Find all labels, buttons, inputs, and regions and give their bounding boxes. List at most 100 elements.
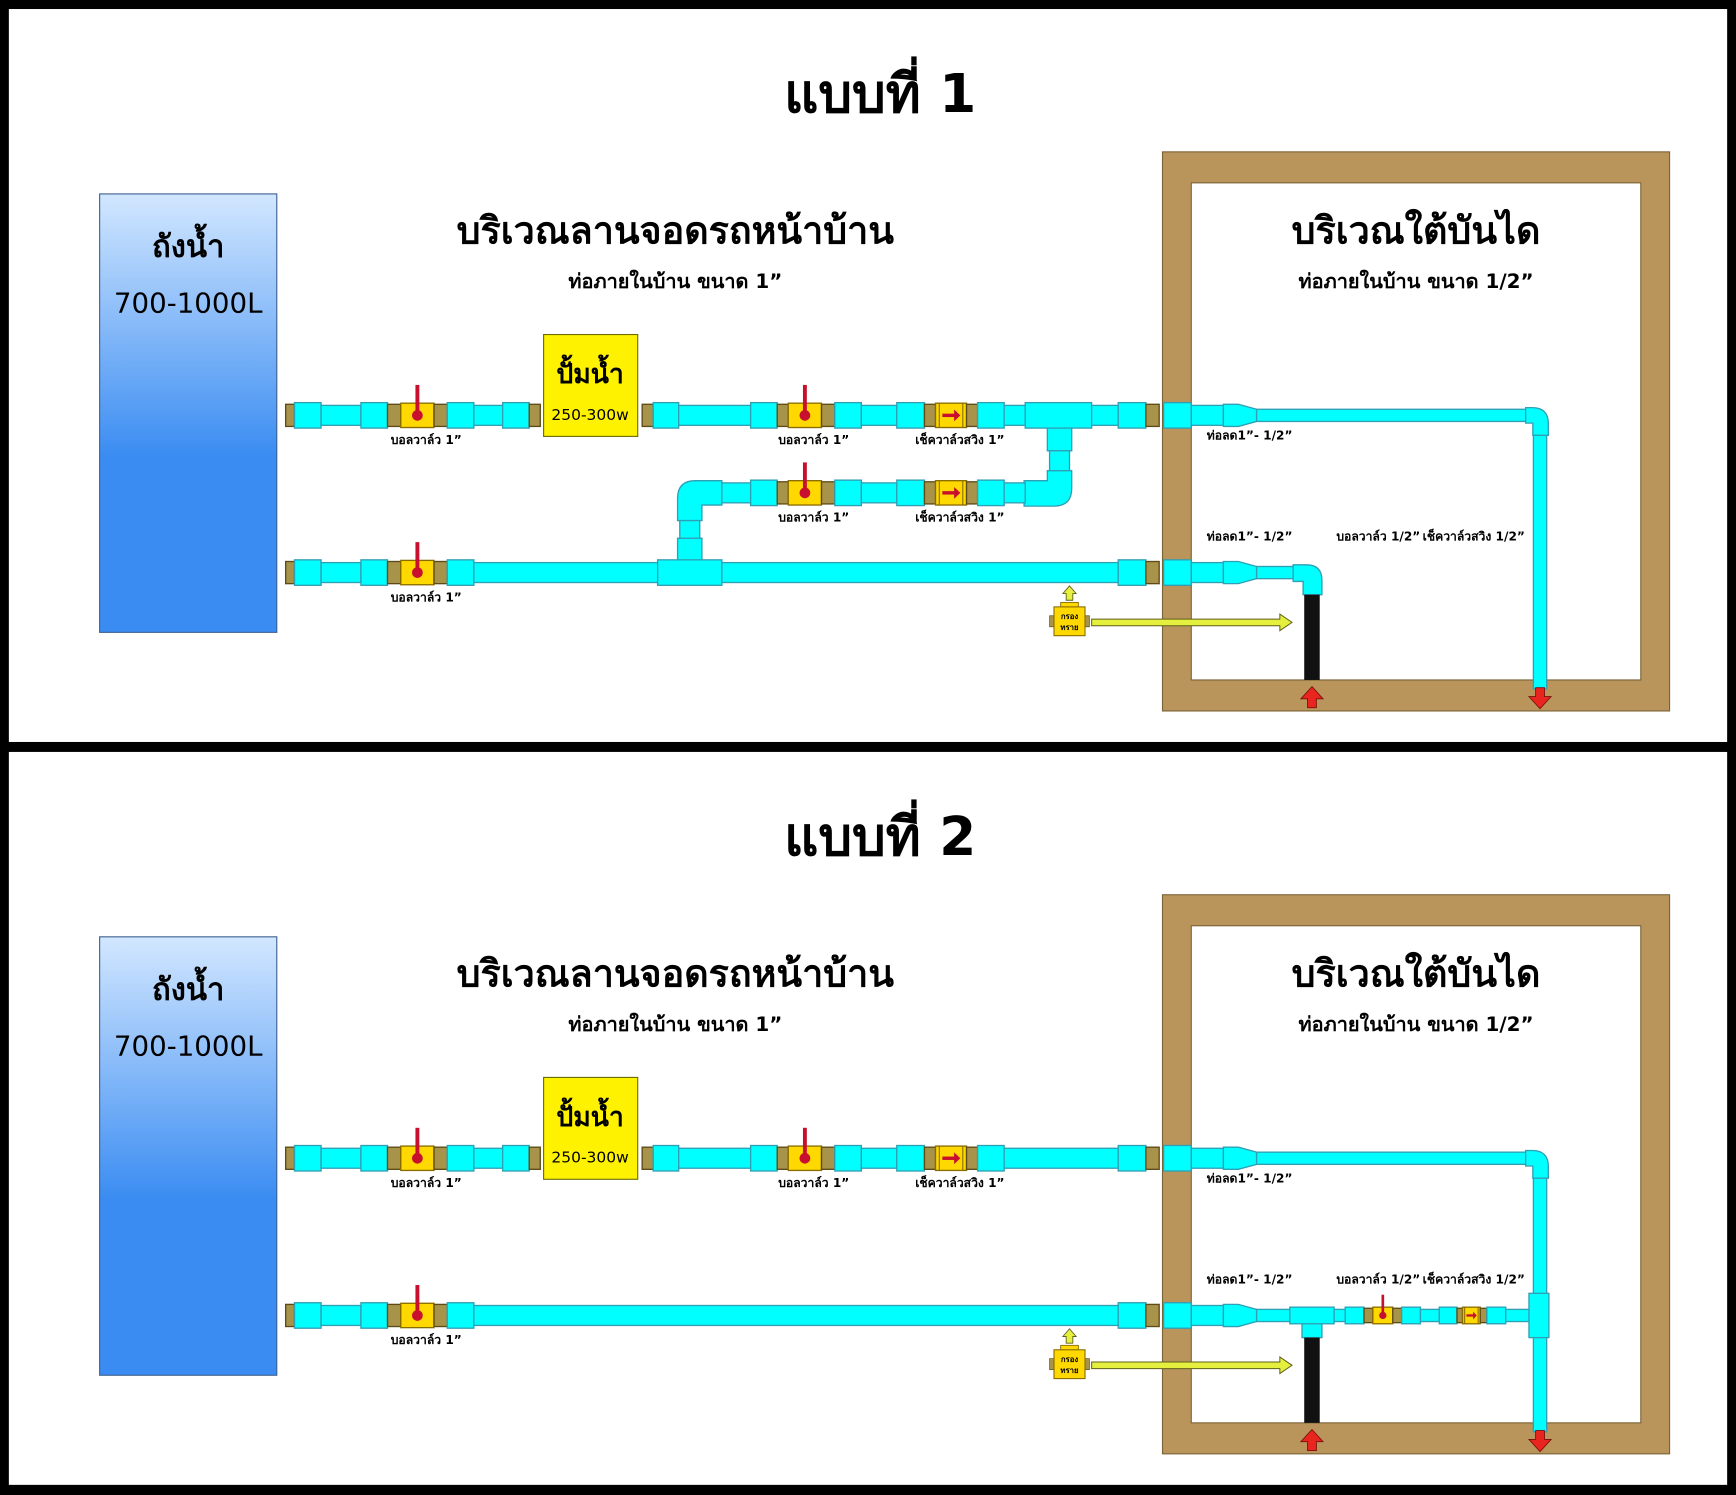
- ball-valve-icon: [787, 1127, 823, 1172]
- brass-adapter: [284, 403, 296, 428]
- filter-label: ทราย: [1060, 623, 1079, 632]
- brass-adapter: [641, 1146, 654, 1170]
- brass-adapter: [1479, 1307, 1488, 1324]
- pipe-segment: [679, 517, 701, 541]
- pipe-coupling: [652, 1144, 680, 1172]
- pipe-coupling: [293, 1302, 322, 1329]
- indoor-area-title: บริเวณใต้บันได: [1292, 209, 1541, 253]
- indoor-area-title: บริเวณใต้บันได: [1292, 952, 1541, 996]
- pipe-coupling: [501, 401, 530, 429]
- pipe-coupling: [1162, 1302, 1192, 1329]
- valve-label: บอลวาล์ว 1/2”: [1336, 1272, 1420, 1286]
- pipe-segment: [1333, 1308, 1346, 1323]
- brass-adapter: [1456, 1307, 1464, 1324]
- pump-label: ปั้มน้ำ: [556, 1097, 623, 1133]
- pipe-segment: [1419, 1308, 1440, 1323]
- pipe-segment: [1190, 1304, 1225, 1327]
- drain-outlet: [1299, 594, 1325, 709]
- valve-handle: [802, 1127, 807, 1159]
- pipe-elbow: [676, 480, 723, 522]
- pipe-segment: [1003, 1147, 1119, 1169]
- brass-adapter: [820, 1146, 836, 1170]
- brass-adapter: [433, 560, 448, 585]
- pipe-segment: [1505, 1308, 1531, 1323]
- reducer-label: ท่อลด1”- 1/2”: [1207, 1272, 1293, 1286]
- pipe-segment: [1090, 404, 1119, 426]
- brass-adapter: [923, 403, 937, 428]
- flow-direction-arrowhead: [954, 487, 961, 499]
- water-pump: ปั้มน้ำ 250-300w: [543, 333, 639, 437]
- reducer-label: ท่อลด1”- 1/2”: [1207, 429, 1293, 443]
- valve-ball: [412, 1152, 423, 1164]
- filter-direction-arrow-icon: [1091, 1356, 1293, 1375]
- pipe-segment: [473, 404, 504, 426]
- valve-handle: [1381, 1294, 1385, 1316]
- pipe-coupling: [652, 401, 680, 429]
- pipe-segment: [1190, 1147, 1225, 1169]
- pipe-segment: [860, 482, 898, 504]
- valve-handle: [802, 384, 807, 416]
- pipe-tee: [1024, 401, 1093, 429]
- reducer-label: ท่อลด1”- 1/2”: [1207, 1172, 1293, 1186]
- tank-capacity: 700-1000L: [114, 286, 263, 319]
- pipe-segment: [473, 561, 659, 584]
- brass-adapter: [433, 403, 448, 428]
- outdoor-pipe-note: ท่อภายในบ้าน ขนาด 1”: [568, 1012, 782, 1036]
- pump-label: ปั้มน้ำ: [556, 354, 623, 390]
- pipe-segment: [1190, 404, 1225, 426]
- pipe-tee: [1528, 1292, 1550, 1339]
- valve-label: บอลวาล์ว 1”: [391, 433, 462, 447]
- check-valve-icon: [934, 1145, 968, 1172]
- pipe-coupling: [749, 479, 778, 507]
- direct-supply-line: บอลวาล์ว 1”ท่อลด1”- 1/2”บอลวาล์ว 1/2”เช็…: [284, 528, 1525, 604]
- pipe-elbow: [1292, 564, 1323, 596]
- valve-label: เช็ควาล์วสวิง 1/2”: [1423, 528, 1525, 543]
- filter-body: [1053, 606, 1086, 637]
- valve-ball: [412, 409, 423, 421]
- brass-adapter: [776, 1146, 789, 1170]
- pipe-reducer: [1222, 403, 1258, 428]
- brass-adapter: [776, 481, 789, 505]
- pipe-coupling: [1117, 559, 1147, 586]
- filter-up-arrow-icon: [1061, 1328, 1078, 1344]
- pump-body: [543, 333, 639, 437]
- pipe-coupling: [1162, 559, 1192, 586]
- valve-label: บอลวาล์ว 1”: [778, 511, 849, 525]
- indoor-pipe-note: ท่อภายในบ้าน ขนาด 1/2”: [1299, 269, 1534, 293]
- pipe-coupling: [1117, 1302, 1147, 1329]
- pipe-coupling: [834, 479, 863, 507]
- pipe-segment: [1048, 450, 1071, 474]
- brass-adapter: [284, 1303, 296, 1328]
- pipe-coupling: [1162, 1144, 1192, 1172]
- upper-supply-line: บอลวาล์ว 1”บอลวาล์ว 1”เช็ควาล์วสวิง 1”ท่…: [284, 384, 1553, 710]
- pipe-segment: [320, 404, 362, 426]
- valve-label: บอลวาล์ว 1”: [778, 1176, 849, 1190]
- tank-label: ถังน้ำ: [152, 223, 224, 265]
- valve-label: บอลวาล์ว 1”: [391, 590, 462, 604]
- pipe-coupling: [360, 1144, 389, 1172]
- pipe-coupling: [446, 559, 475, 586]
- tank-capacity: 700-1000L: [114, 1029, 263, 1062]
- pump-power: 250-300w: [551, 406, 629, 424]
- brass-adapter: [820, 403, 836, 428]
- valve-ball: [799, 487, 811, 499]
- pipe-segment: [1255, 1151, 1530, 1166]
- pipe-coupling: [976, 479, 1005, 507]
- brass-adapter: [1145, 560, 1160, 585]
- brass-adapter: [284, 1146, 296, 1170]
- brass-adapter: [1145, 403, 1160, 428]
- brass-adapter: [528, 403, 541, 428]
- pipe-coupling: [1438, 1306, 1458, 1325]
- brass-adapter: [923, 481, 937, 505]
- pipe-tee: [1289, 1306, 1335, 1325]
- pipe-segment: [1190, 561, 1225, 584]
- pipe-segment: [860, 404, 898, 426]
- pipe-segment: [1255, 565, 1299, 580]
- filter-direction-arrow-icon: [1091, 613, 1293, 632]
- pipe-coupling: [834, 401, 863, 429]
